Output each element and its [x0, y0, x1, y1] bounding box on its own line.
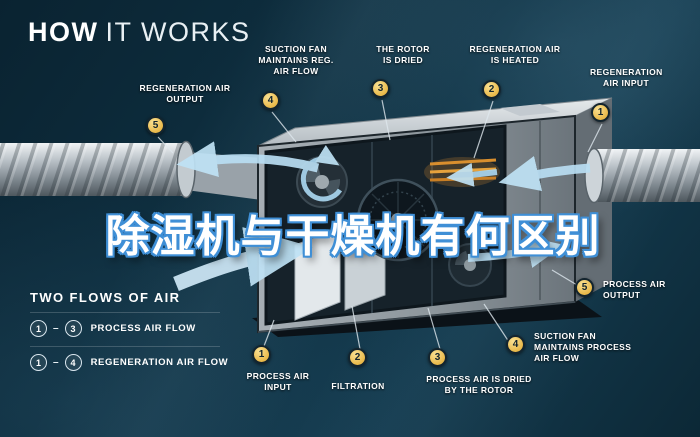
callout-label-suction-fan-reg: SUCTION FAN MAINTAINS REG. AIR FLOW [258, 44, 334, 77]
leader-lines [157, 99, 603, 350]
callout-label-rotor-dried: THE ROTOR IS DRIED [376, 44, 430, 66]
legend-number-badge: 1 [30, 320, 47, 337]
callout-number-badge-2-bottom: 2 [348, 348, 367, 367]
legend-number-badge: 4 [64, 354, 82, 371]
legend-divider [30, 312, 220, 313]
left-duct [0, 140, 262, 200]
overlay-headline: 除湿机与干燥机有何区别 [105, 212, 601, 261]
legend-title: TWO FLOWS OF AIR [30, 290, 181, 305]
legend-item-label: PROCESS AIR FLOW [90, 323, 196, 334]
airflow-arrows [173, 141, 591, 291]
legend-item-label: REGENERATION AIR FLOW [90, 357, 229, 368]
page-title-light: IT WORKS [105, 17, 251, 47]
callout-number-badge-5-left: 5 [146, 116, 165, 135]
legend-item-regeneration-air-flow: 1 – 4 REGENERATION AIR FLOW [30, 354, 228, 371]
callout-number-badge-5-right: 5 [575, 278, 594, 297]
callout-number-badge-3-top: 3 [371, 79, 390, 98]
legend-dash: – [53, 357, 59, 368]
callout-number-badge-2-top: 2 [482, 80, 501, 99]
right-duct [584, 147, 700, 204]
callout-label-regeneration-air-input: REGENERATION AIR INPUT [590, 67, 663, 89]
callout-label-process-air-dried: PROCESS AIR IS DRIED BY THE ROTOR [426, 374, 532, 396]
callout-number-badge-1-bottom: 1 [252, 345, 271, 364]
legend-divider [30, 346, 220, 347]
callout-number-badge-4-bottom: 4 [506, 335, 525, 354]
legend-number-badge: 3 [64, 320, 82, 337]
callout-number-badge-4-top: 4 [261, 91, 280, 110]
machine-body [252, 97, 613, 337]
callout-number-badge-3-bottom: 3 [428, 348, 447, 367]
callout-label-regeneration-air-output: REGENERATION AIR OUTPUT [139, 83, 231, 105]
callout-label-process-air-input: PROCESS AIR INPUT [246, 371, 310, 393]
callout-label-process-air-output: PROCESS AIR OUTPUT [603, 279, 666, 301]
page-title-bold: HOW [28, 17, 99, 47]
legend-item-process-air-flow: 1 – 3 PROCESS AIR FLOW [30, 320, 196, 337]
callout-label-regeneration-air-heated: REGENERATION AIR IS HEATED [469, 44, 561, 66]
callout-label-suction-fan-process: SUCTION FAN MAINTAINS PROCESS AIR FLOW [534, 331, 632, 364]
callout-number-badge-1-right: 1 [591, 103, 610, 122]
callout-label-filtration: FILTRATION [331, 381, 385, 391]
legend-number-badge: 1 [30, 354, 47, 371]
legend-dash: – [53, 323, 59, 334]
